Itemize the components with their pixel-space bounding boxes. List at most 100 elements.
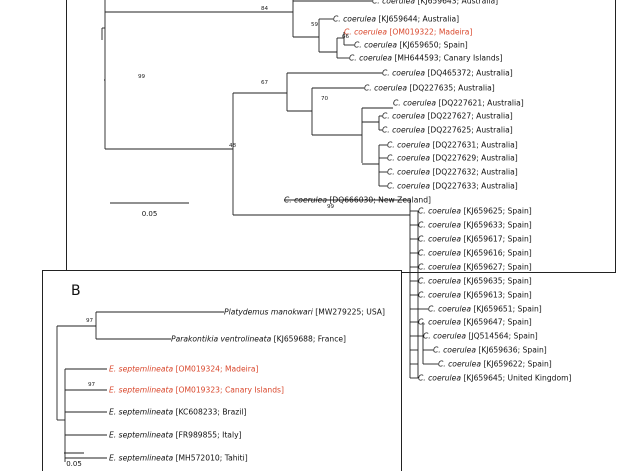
tip-species: C. coerulea xyxy=(438,360,481,369)
tip-label: C. coerulea [DQ227621; Australia] xyxy=(393,99,524,108)
tip-label: C. coerulea [KJ659651; Spain] xyxy=(428,305,542,314)
tip-species: C. coerulea xyxy=(418,291,461,300)
tip-species: E. septemlineata xyxy=(109,408,173,417)
tip-label: Parakontikia ventrolineata [KJ659688; Fr… xyxy=(171,335,346,344)
tip-species: E. septemlineata xyxy=(109,386,173,395)
tip-label: C. coerulea [DQ227625; Australia] xyxy=(382,126,513,135)
tip-label: E. septemlineata [OM019323; Canary Islan… xyxy=(109,386,284,395)
bootstrap-value: 97 xyxy=(88,382,96,388)
tip-accession: [KJ659651; Spain] xyxy=(471,305,542,314)
tip-species: C. coerulea xyxy=(423,332,466,341)
bootstrap-value: 99 xyxy=(327,204,335,210)
panel-b-letter: B xyxy=(71,283,81,299)
tip-accession: [KJ659643; Australia] xyxy=(415,0,498,6)
tip-accession: [DQ227627; Australia] xyxy=(425,112,513,121)
tip-accession: [KJ659635; Spain] xyxy=(461,277,532,286)
tip-accession: [KJ659622; Spain] xyxy=(481,360,552,369)
tip-accession: [KJ659645; United Kingdom] xyxy=(461,374,572,383)
tip-label: C. coerulea [KJ659643; Australia] xyxy=(372,0,498,6)
tip-label: Platydemus manokwari [MW279225; USA] xyxy=(224,308,385,317)
tip-label: C. coerulea [DQ227635; Australia] xyxy=(364,84,495,93)
tip-accession: [KJ659625; Spain] xyxy=(461,207,532,216)
tip-species: C. coerulea xyxy=(349,54,392,63)
tip-accession: [MH644593; Canary Islands] xyxy=(392,54,503,63)
tip-species: C. coerulea xyxy=(418,374,461,383)
tip-accession: [KJ659633; Spain] xyxy=(461,221,532,230)
tip-label: C. coerulea [KJ659616; Spain] xyxy=(418,249,532,258)
tip-label: C. coerulea [KJ659635; Spain] xyxy=(418,277,532,286)
tip-species: C. coerulea xyxy=(387,141,430,150)
scale-bar-label: 0.05 xyxy=(142,210,158,218)
tip-label: C. coerulea [MH644593; Canary Islands] xyxy=(349,54,503,63)
tip-label: C. coerulea [DQ666030; New Zealand] xyxy=(284,196,431,205)
tip-accession: [MH572010; Tahiti] xyxy=(173,454,248,463)
tip-accession: [KJ659644; Australia] xyxy=(376,15,459,24)
tip-accession: [KJ659613; Spain] xyxy=(461,291,532,300)
tip-accession: [DQ465372; Australia] xyxy=(425,69,513,78)
tip-species: C. coerulea xyxy=(344,28,387,37)
tip-label: C. coerulea [DQ227629; Australia] xyxy=(387,154,518,163)
bootstrap-value: 48 xyxy=(229,143,237,149)
tip-species: Platydemus manokwari xyxy=(224,308,314,317)
tip-species: Parakontikia ventrolineata xyxy=(171,335,272,344)
tip-label: E. septemlineata [OM019324; Madeira] xyxy=(109,365,259,374)
tip-species: C. coerulea xyxy=(382,69,425,78)
bootstrap-value: 97 xyxy=(86,318,94,324)
tip-label: C. coerulea [KJ659627; Spain] xyxy=(418,263,532,272)
tip-species: E. septemlineata xyxy=(109,431,173,440)
tip-accession: [DQ227631; Australia] xyxy=(430,141,518,150)
tip-accession: [KJ659617; Spain] xyxy=(461,235,532,244)
panel-b-frame xyxy=(42,270,402,471)
tip-species: C. coerulea xyxy=(333,15,376,24)
tip-label: C. coerulea [KJ659622; Spain] xyxy=(438,360,552,369)
tip-accession: [DQ666030; New Zealand] xyxy=(327,196,431,205)
tip-species: C. coerulea xyxy=(387,168,430,177)
bootstrap-value: 67 xyxy=(261,80,269,86)
tip-accession: [DQ227629; Australia] xyxy=(430,154,518,163)
tip-label: C. coerulea [DQ227632; Australia] xyxy=(387,168,518,177)
tip-species: C. coerulea xyxy=(393,99,436,108)
tip-accession: [KJ659647; Spain] xyxy=(461,318,532,327)
tip-species: C. coerulea xyxy=(387,182,430,191)
tip-accession: [KJ659636; Spain] xyxy=(476,346,547,355)
bootstrap-value: 66 xyxy=(342,34,350,40)
bootstrap-value: 84 xyxy=(261,6,269,12)
tip-accession: [DQ227625; Australia] xyxy=(425,126,513,135)
tip-label: C. coerulea [OM019322; Madeira] xyxy=(344,28,472,37)
tip-label: E. septemlineata [FR989855; Italy] xyxy=(109,431,242,440)
tip-accession: [DQ227621; Australia] xyxy=(436,99,524,108)
tip-species: C. coerulea xyxy=(418,207,461,216)
tip-species: E. septemlineata xyxy=(109,454,173,463)
tip-label: C. coerulea [KJ659644; Australia] xyxy=(333,15,459,24)
tip-label: C. coerulea [KJ659617; Spain] xyxy=(418,235,532,244)
bootstrap-value: 99 xyxy=(138,74,146,80)
tip-accession: [KJ659688; France] xyxy=(271,335,346,344)
tip-accession: [KC608233; Brazil] xyxy=(173,408,246,417)
tip-accession: [FR989855; Italy] xyxy=(173,431,241,440)
tip-species: C. coerulea xyxy=(354,41,397,50)
tip-accession: [KJ659650; Spain] xyxy=(397,41,468,50)
tip-accession: [MW279225; USA] xyxy=(313,308,385,317)
tip-label: C. coerulea [KJ659613; Spain] xyxy=(418,291,532,300)
tip-species: C. coerulea xyxy=(387,154,430,163)
tip-species: C. coerulea xyxy=(418,221,461,230)
tip-label: C. coerulea [DQ227631; Australia] xyxy=(387,141,518,150)
tip-species: C. coerulea xyxy=(418,277,461,286)
tip-accession: [OM019323; Canary Islands] xyxy=(173,386,284,395)
tip-label: C. coerulea [KJ659645; United Kingdom] xyxy=(418,374,572,383)
tip-species: E. septemlineata xyxy=(109,365,173,374)
tip-label: C. coerulea [KJ659625; Spain] xyxy=(418,207,532,216)
tip-label: C. coerulea [KJ659633; Spain] xyxy=(418,221,532,230)
tip-species: C. coerulea xyxy=(433,346,476,355)
tip-accession: [OM019322; Madeira] xyxy=(387,28,472,37)
tip-species: C. coerulea xyxy=(284,196,327,205)
tip-label: E. septemlineata [MH572010; Tahiti] xyxy=(109,454,248,463)
tip-species: C. coerulea xyxy=(382,112,425,121)
tip-species: C. coerulea xyxy=(382,126,425,135)
tip-species: C. coerulea xyxy=(418,249,461,258)
tip-label: C. coerulea [JQ514564; Spain] xyxy=(423,332,538,341)
tip-accession: [DQ227635; Australia] xyxy=(407,84,495,93)
tip-species: C. coerulea xyxy=(418,235,461,244)
